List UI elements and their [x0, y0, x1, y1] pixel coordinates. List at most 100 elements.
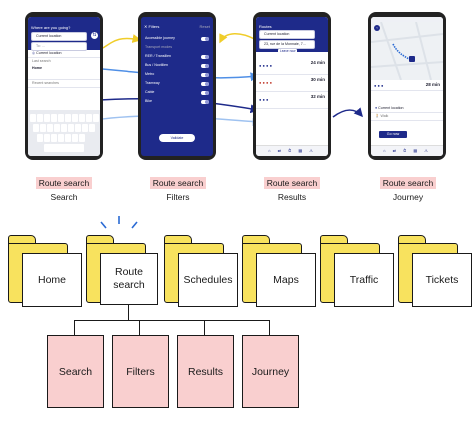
filters-screen: ✕ Filters Reset Accessible journey Trans…	[141, 17, 213, 156]
tree-drop	[139, 320, 141, 335]
mode-toggle[interactable]	[201, 81, 209, 86]
tree-drop	[269, 320, 271, 335]
keyboard[interactable]	[28, 110, 100, 156]
current-location-row[interactable]: ◎ Current location	[28, 50, 100, 58]
mode-toggle[interactable]	[201, 72, 209, 77]
home-label: Home	[32, 66, 42, 70]
walk-icon: 🚶	[375, 114, 381, 118]
line-badges-icon: ● ● ● ●	[259, 80, 272, 85]
start-label: Current location	[378, 106, 404, 110]
swap-icon[interactable]: ⇅	[91, 32, 98, 39]
highlight-rays	[100, 216, 138, 229]
phone-journey: ‹ 28 min ● ● ● ● Current location 🚶 Walk…	[368, 12, 446, 160]
start-point: ● Current location	[371, 105, 443, 113]
mode-label: RER / Transilien	[145, 54, 171, 58]
screen-subtitle: Journey	[392, 192, 424, 202]
accessible-toggle-row[interactable]: Accessible journey	[141, 34, 213, 43]
line-badges-icon: ● ● ●	[259, 97, 269, 102]
accessible-label: Accessible journey	[145, 36, 175, 40]
screen-subtitle: Filters	[166, 192, 190, 202]
search-screen: Where are you going? Current location To…	[28, 17, 100, 156]
depart-now-button[interactable]: Leave now	[278, 49, 298, 53]
modes-section-label: Transport modes	[145, 45, 173, 49]
go-button[interactable]: Go now	[379, 131, 407, 138]
result-card[interactable]: 32 min ● ● ●	[256, 92, 328, 109]
line-badges-icon: ● ● ● ●	[259, 63, 272, 68]
results-to-field[interactable]: 23, rue de la Monnaie, 7...	[259, 40, 315, 49]
to-field[interactable]: To: ...	[31, 42, 87, 51]
tree-stem	[128, 305, 130, 320]
start-dot-icon: ●	[375, 106, 379, 110]
results-from-field[interactable]: Current location	[259, 30, 315, 39]
child-box-journey[interactable]: Journey	[242, 335, 299, 408]
results-screen: Routes Current location 23, rue de la Mo…	[256, 17, 328, 156]
mode-row-cable[interactable]: Cable	[141, 88, 213, 97]
line-badges-icon: ● ● ●	[374, 83, 384, 88]
folder-label: Home	[22, 253, 82, 307]
close-icon[interactable]: ✕	[144, 24, 149, 29]
mode-toggle[interactable]	[201, 99, 209, 104]
phone-results: Routes Current location 23, rue de la Mo…	[253, 12, 331, 160]
location-icon: ◎	[32, 51, 37, 55]
result-card[interactable]: 24 min ● ● ● ●	[256, 58, 328, 75]
mode-label: Bus / Noctilien	[145, 63, 168, 67]
bottom-nav[interactable]: ⌂ ⇄ ⏱ ▦ ⚠	[371, 145, 443, 156]
folder-label: Route search	[100, 253, 158, 305]
result-duration: 30 min	[310, 77, 325, 82]
mode-label: Cable	[145, 90, 155, 94]
mode-label: Bike	[145, 99, 152, 103]
folder-label: Maps	[256, 253, 316, 307]
folder-label: Schedules	[178, 253, 238, 307]
recent-searches-label: Recent searches	[28, 80, 100, 88]
destination-pin-icon	[409, 56, 415, 62]
home-row[interactable]: Home	[28, 65, 100, 80]
phone-search: Where are you going? Current location To…	[25, 12, 103, 160]
results-title: Routes	[259, 24, 272, 29]
result-duration: 24 min	[310, 60, 325, 65]
screen-tag: Route search	[380, 177, 436, 189]
filters-title: Filters	[148, 24, 160, 29]
mode-row-bike[interactable]: Bike	[141, 97, 213, 106]
mode-row-tram[interactable]: Tramway	[141, 79, 213, 88]
tree-drop	[204, 320, 206, 335]
arrow-result-to-journey	[332, 107, 363, 118]
back-icon[interactable]: ‹	[374, 25, 380, 31]
mode-row-metro[interactable]: Metro	[141, 70, 213, 79]
current-location-label: Current location	[36, 51, 62, 55]
arrow-filters-button-to-filters	[102, 34, 142, 49]
map-route	[371, 21, 443, 81]
search-title: Where are you going?	[31, 25, 71, 30]
child-box-search[interactable]: Search	[47, 335, 104, 408]
mode-toggle[interactable]	[201, 63, 209, 68]
folder-label: Traffic	[334, 253, 394, 307]
tree-branch	[74, 320, 270, 322]
screen-tag: Route search	[150, 177, 206, 189]
journey-screen: ‹ 28 min ● ● ● ● Current location 🚶 Walk…	[371, 17, 443, 156]
reset-button[interactable]: Reset	[199, 24, 210, 29]
screen-subtitle: Results	[277, 192, 307, 202]
walk-step: 🚶 Walk	[371, 113, 443, 121]
screen-tag: Route search	[264, 177, 320, 189]
map[interactable]: ‹	[371, 21, 443, 81]
mode-toggle[interactable]	[201, 54, 209, 59]
child-box-results[interactable]: Results	[177, 335, 234, 408]
mode-row-bus[interactable]: Bus / Noctilien	[141, 61, 213, 70]
child-box-filters[interactable]: Filters	[112, 335, 169, 408]
last-used-label: Last search	[32, 59, 51, 63]
go-label: Go now	[386, 132, 400, 136]
result-card[interactable]: 30 min ● ● ● ●	[256, 75, 328, 92]
bottom-nav[interactable]: ⌂ ⇄ ⏱ ▦ ⚠	[256, 145, 328, 156]
folder-label: Tickets	[412, 253, 472, 307]
mode-label: Metro	[145, 72, 155, 76]
mode-toggle[interactable]	[201, 90, 209, 95]
phone-filters: ✕ Filters Reset Accessible journey Trans…	[138, 12, 216, 160]
walk-label: Walk	[380, 114, 389, 118]
validate-button[interactable]: Validate	[159, 134, 195, 142]
accessible-toggle[interactable]	[201, 36, 209, 41]
screen-tag: Route search	[36, 177, 92, 189]
from-field[interactable]: Current location	[31, 32, 87, 41]
mode-label: Tramway	[145, 81, 160, 85]
journey-duration: 28 min	[425, 82, 440, 87]
mode-row-rer[interactable]: RER / Transilien	[141, 52, 213, 61]
result-duration: 32 min	[310, 94, 325, 99]
